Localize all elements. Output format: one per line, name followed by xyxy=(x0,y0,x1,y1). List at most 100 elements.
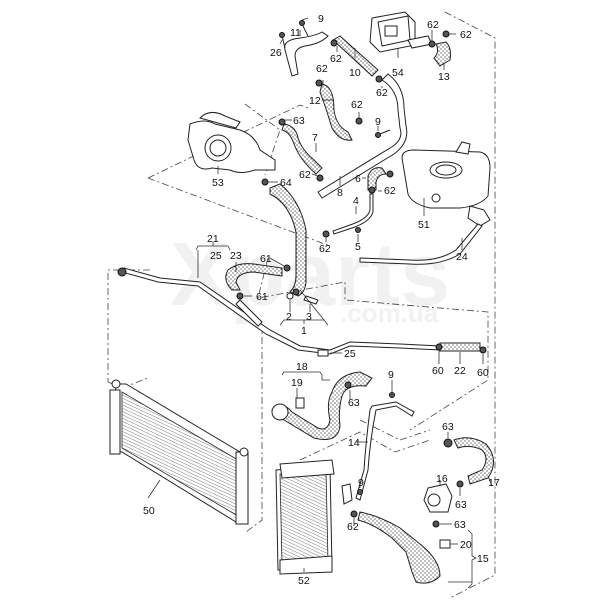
clamp-60 xyxy=(479,346,487,354)
callout-15[interactable]: 15 xyxy=(477,553,489,565)
callout-24[interactable]: 24 xyxy=(456,251,468,263)
expansion-tank-51 xyxy=(401,141,491,227)
callout-22[interactable]: 22 xyxy=(454,365,466,377)
callout-63[interactable]: 63 xyxy=(442,421,454,433)
bolt-9 xyxy=(375,132,381,138)
callout-62[interactable]: 62 xyxy=(347,521,359,533)
callout-26[interactable]: 26 xyxy=(270,47,282,59)
callout-4[interactable]: 4 xyxy=(353,195,359,207)
callout-63[interactable]: 63 xyxy=(455,499,467,511)
thermostat-housing-53 xyxy=(187,112,276,186)
hose-7 xyxy=(281,123,323,175)
callout-6[interactable]: 6 xyxy=(355,173,361,185)
clamp-62 xyxy=(375,75,383,83)
clamp-63 xyxy=(456,480,464,488)
clamp-63 xyxy=(432,520,440,528)
callout-63[interactable]: 63 xyxy=(293,115,305,127)
bolt-9 xyxy=(357,489,363,495)
clamp-60 xyxy=(435,343,443,351)
callout-14[interactable]: 14 xyxy=(348,437,360,449)
callout-9[interactable]: 9 xyxy=(388,369,394,381)
callout-1[interactable]: 1 xyxy=(301,325,307,337)
callout-8[interactable]: 8 xyxy=(337,187,343,199)
callout-62[interactable]: 62 xyxy=(330,53,342,65)
clamp-62 xyxy=(368,186,376,194)
callout-5[interactable]: 5 xyxy=(355,241,361,253)
callout-18[interactable]: 18 xyxy=(296,361,308,373)
callout-3[interactable]: 3 xyxy=(306,311,312,323)
clamp xyxy=(292,288,300,296)
bracket-11 xyxy=(279,20,329,77)
callout-52[interactable]: 52 xyxy=(298,575,310,587)
callout-9[interactable]: 9 xyxy=(375,116,381,128)
hose-10 xyxy=(332,35,379,77)
pipe-24 xyxy=(359,223,483,265)
callout-13[interactable]: 13 xyxy=(438,71,450,83)
callout-62[interactable]: 62 xyxy=(376,87,388,99)
callout-62[interactable]: 62 xyxy=(460,29,472,41)
callout-62[interactable]: 62 xyxy=(351,99,363,111)
callout-64[interactable]: 64 xyxy=(280,177,292,189)
callout-25[interactable]: 25 xyxy=(344,348,356,360)
hose-23 xyxy=(225,263,283,291)
pipe-14 xyxy=(355,401,415,501)
bracket-3 xyxy=(303,295,319,305)
callout-labels: 9 11 26 62 10 62 54 62 62 13 12 62 62 63… xyxy=(143,13,500,587)
callout-50[interactable]: 50 xyxy=(143,505,155,517)
callout-19[interactable]: 19 xyxy=(291,377,303,389)
bolt-9 xyxy=(389,392,395,398)
clamp-62 xyxy=(350,510,358,518)
hose-6 xyxy=(367,167,387,191)
clamp-62 xyxy=(330,39,338,47)
callout-23[interactable]: 23 xyxy=(230,250,242,262)
callout-60[interactable]: 60 xyxy=(432,365,444,377)
aux-radiator-52 xyxy=(275,459,335,575)
callout-51[interactable]: 51 xyxy=(418,219,430,231)
callout-2[interactable]: 2 xyxy=(286,311,292,323)
callout-53[interactable]: 53 xyxy=(212,177,224,189)
callout-11[interactable]: 11 xyxy=(290,27,301,39)
callout-63[interactable]: 63 xyxy=(348,397,360,409)
clamp-63 xyxy=(344,381,352,389)
callout-21[interactable]: 21 xyxy=(207,233,219,245)
watermark-domain: .com.ua xyxy=(340,298,439,328)
hose-18 xyxy=(271,371,373,440)
clip-5 xyxy=(355,227,361,233)
main-radiator-50 xyxy=(109,379,249,525)
hose-22 xyxy=(439,342,481,352)
callout-25[interactable]: 25 xyxy=(210,250,222,262)
connector xyxy=(117,267,127,277)
bracket xyxy=(341,483,353,505)
callout-60[interactable]: 60 xyxy=(477,367,489,379)
callout-10[interactable]: 10 xyxy=(349,67,361,79)
callout-62[interactable]: 62 xyxy=(299,169,311,181)
clamp-61 xyxy=(236,292,244,300)
clamp-62 xyxy=(315,79,323,87)
callout-62[interactable]: 62 xyxy=(319,243,331,255)
clamp-61 xyxy=(283,264,291,272)
callout-9[interactable]: 9 xyxy=(358,477,364,489)
leader-lines xyxy=(147,17,493,589)
auxiliary-pump-16 xyxy=(423,483,453,513)
ring-2 xyxy=(286,292,294,300)
callout-62[interactable]: 62 xyxy=(427,19,439,31)
callout-61[interactable]: 61 xyxy=(260,253,272,265)
callout-9[interactable]: 9 xyxy=(318,13,324,25)
callout-7[interactable]: 7 xyxy=(312,132,318,144)
callout-12[interactable]: 12 xyxy=(309,95,321,107)
clip-19 xyxy=(295,397,305,409)
callout-16[interactable]: 16 xyxy=(436,473,448,485)
callout-54[interactable]: 54 xyxy=(392,67,404,79)
clamp-63 xyxy=(278,118,286,126)
callout-62[interactable]: 62 xyxy=(384,185,396,197)
clamp-62 xyxy=(386,170,394,178)
callout-20[interactable]: 20 xyxy=(460,539,472,551)
callout-17[interactable]: 17 xyxy=(488,477,500,489)
hose-15 xyxy=(357,511,441,584)
connector xyxy=(271,403,289,421)
clip-20 xyxy=(439,539,451,549)
callout-63[interactable]: 63 xyxy=(454,519,466,531)
callout-62[interactable]: 62 xyxy=(316,63,328,75)
callout-61[interactable]: 61 xyxy=(256,291,268,303)
